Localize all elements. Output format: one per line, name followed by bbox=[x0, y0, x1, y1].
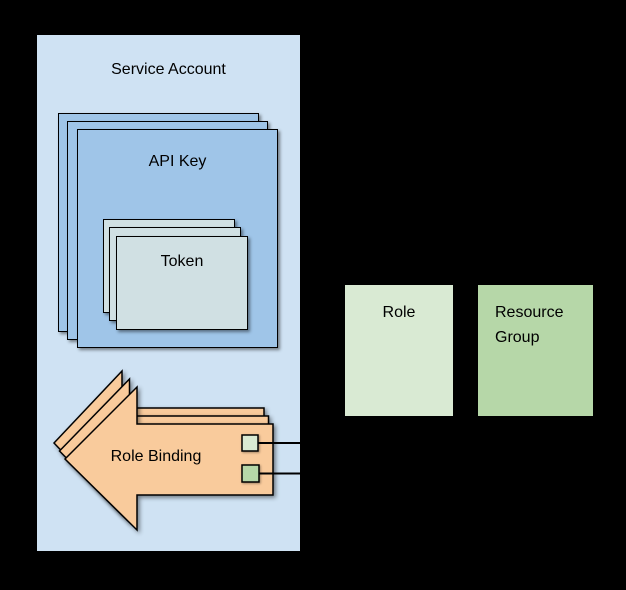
service-account-box: Service Account API Key Token bbox=[36, 34, 301, 552]
resource-group-label: Resource Group bbox=[495, 304, 564, 346]
api-key-label: API Key bbox=[148, 153, 207, 170]
token-label: Token bbox=[160, 253, 204, 270]
token-box: Token bbox=[116, 236, 248, 330]
api-key-box: API Key Token bbox=[77, 129, 278, 348]
role-box: Role bbox=[345, 285, 453, 416]
role-label: Role bbox=[382, 304, 416, 321]
service-account-label: Service Account bbox=[111, 61, 226, 78]
resource-group-box: Resource Group bbox=[478, 285, 593, 416]
role-binding-label: Role Binding bbox=[110, 448, 202, 465]
